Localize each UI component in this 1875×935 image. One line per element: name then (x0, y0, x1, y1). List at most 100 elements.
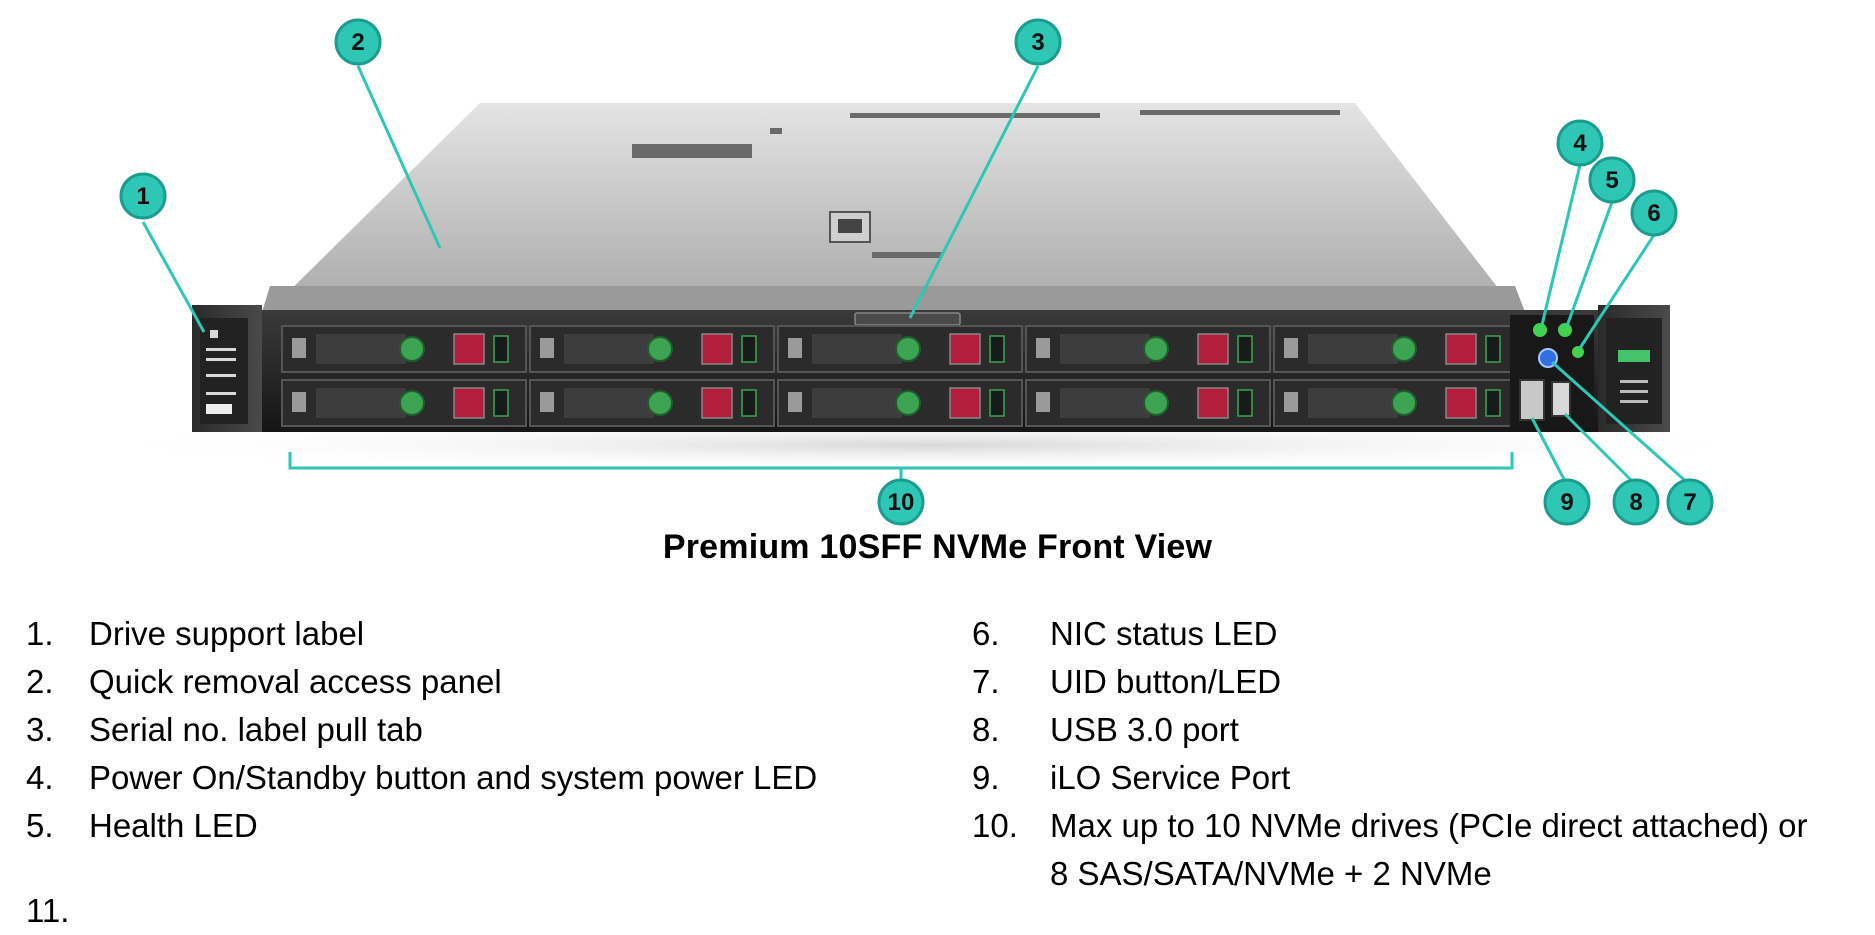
chassis-top-edge (262, 286, 1525, 312)
legend-number: 8. (972, 711, 1000, 748)
legend-item: 5.Health LED (26, 802, 926, 850)
callout-number: 9 (1560, 489, 1573, 516)
drive-activity-icon (540, 392, 554, 412)
callout-number: 5 (1605, 167, 1618, 194)
drive-status-led (741, 389, 757, 417)
drive-activity-icon (1284, 392, 1298, 412)
legend-number: 2. (26, 663, 54, 700)
legend-text: NIC status LED (1050, 615, 1278, 652)
legend-text: Serial no. label pull tab (89, 711, 423, 748)
serial-label-pull-tab (854, 312, 961, 326)
drive-bay[interactable] (529, 379, 775, 427)
legend-number: 6. (972, 615, 1000, 652)
drive-bay[interactable] (281, 325, 527, 373)
callout-marker-3: 3 (1014, 18, 1062, 66)
drive-release-lever[interactable] (701, 333, 733, 365)
drive-activity-icon (292, 392, 306, 412)
callout-number: 4 (1573, 130, 1587, 157)
callout-number: 2 (351, 29, 364, 56)
drive-activity-icon (1036, 392, 1050, 412)
drive-bay[interactable] (1273, 379, 1519, 427)
drive-status-led (1237, 389, 1253, 417)
drive-release-lever[interactable] (1445, 333, 1477, 365)
drive-bay[interactable] (281, 379, 527, 427)
drive-bay[interactable] (777, 379, 1023, 427)
callout-leaders (141, 65, 1691, 487)
callout-marker-7: 7 (1666, 478, 1714, 526)
callout-number: 7 (1683, 489, 1696, 516)
legend-item: 1. Drive support label (26, 610, 926, 658)
drive-status-led (493, 389, 509, 417)
callout-marker-2: 2 (334, 18, 382, 66)
drive-bay[interactable] (1273, 325, 1519, 373)
legend-number: 3. (26, 711, 54, 748)
drive-bay[interactable] (1025, 379, 1271, 427)
drive-activity-icon (292, 338, 306, 358)
legend-text: Max up to 10 NVMe drives (PCIe direct at… (1050, 807, 1808, 892)
drive-status-led (989, 389, 1005, 417)
legend-number: 1. (26, 615, 54, 652)
callout-number: 1 (136, 183, 149, 210)
ilo-service-port[interactable] (1519, 379, 1545, 421)
legend-text: USB 3.0 port (1050, 711, 1239, 748)
drive-activity-icon (788, 338, 802, 358)
chassis-top-panel (270, 103, 1515, 310)
callout-marker-5: 5 (1588, 156, 1636, 204)
drive-latch-button[interactable] (647, 336, 673, 362)
legend-item: 2.Quick removal access panel (26, 658, 926, 706)
drive-latch-button[interactable] (1143, 390, 1169, 416)
legend-text: iLO Service Port (1050, 759, 1291, 796)
drive-release-lever[interactable] (949, 387, 981, 419)
drive-release-lever[interactable] (1445, 387, 1477, 419)
callout-marker-10: 10 (877, 478, 925, 526)
drive-latch-button[interactable] (647, 390, 673, 416)
top-panel-vents (632, 110, 1340, 258)
drive-bays (281, 325, 1519, 427)
legend-item: 4.Power On/Standby button and system pow… (26, 754, 926, 802)
power-led[interactable] (1533, 323, 1547, 337)
drive-release-lever[interactable] (453, 387, 485, 419)
drive-status-led (741, 335, 757, 363)
legend-item: 8. USB 3.0 port (972, 706, 1852, 754)
callout-marker-4: 4 (1556, 119, 1604, 167)
front-control-cluster (1510, 315, 1594, 427)
drive-latch-button[interactable] (399, 336, 425, 362)
drive-bay[interactable] (1025, 325, 1271, 373)
callout-number: 8 (1629, 489, 1642, 516)
legend-number: 4. (26, 759, 54, 796)
drive-bay[interactable] (777, 325, 1023, 373)
legend-left-column: 1. Drive support label 2.Quick removal ac… (26, 610, 926, 850)
legend-clipped-number: 11. (26, 892, 70, 929)
usb-3-port[interactable] (1551, 381, 1571, 417)
drive-release-lever[interactable] (1197, 387, 1229, 419)
drive-status-led (1237, 335, 1253, 363)
callout-marker-1: 1 (119, 172, 167, 220)
drive-activity-icon (1036, 338, 1050, 358)
drive-release-lever[interactable] (1197, 333, 1229, 365)
drive-activity-icon (788, 392, 802, 412)
legend-number: 7. (972, 663, 1000, 700)
callout-number: 3 (1031, 29, 1044, 56)
drive-latch-button[interactable] (1143, 336, 1169, 362)
legend-right-column: 6.NIC status LED 7.UID button/LED 8.USB … (972, 610, 1852, 898)
drive-latch-button[interactable] (1391, 336, 1417, 362)
legend-item: 10.Max up to 10 NVMe drives (PCIe direct… (972, 802, 1852, 898)
drive-bay[interactable] (529, 325, 775, 373)
nic-status-led (1572, 346, 1584, 358)
right-rack-ear (1598, 305, 1670, 432)
drive-release-lever[interactable] (949, 333, 981, 365)
drive-status-led (989, 335, 1005, 363)
drive-status-led (1485, 335, 1501, 363)
drive-status-led (493, 335, 509, 363)
legend-text: Drive support label (89, 615, 365, 652)
drive-latch-button[interactable] (1391, 390, 1417, 416)
drive-latch-button[interactable] (895, 336, 921, 362)
legend-text: Health LED (89, 807, 258, 844)
drive-latch-button[interactable] (895, 390, 921, 416)
drive-release-lever[interactable] (453, 333, 485, 365)
callout-marker-8: 8 (1612, 478, 1660, 526)
drive-latch-button[interactable] (399, 390, 425, 416)
callout-marker-9: 9 (1543, 478, 1591, 526)
drive-release-lever[interactable] (701, 387, 733, 419)
